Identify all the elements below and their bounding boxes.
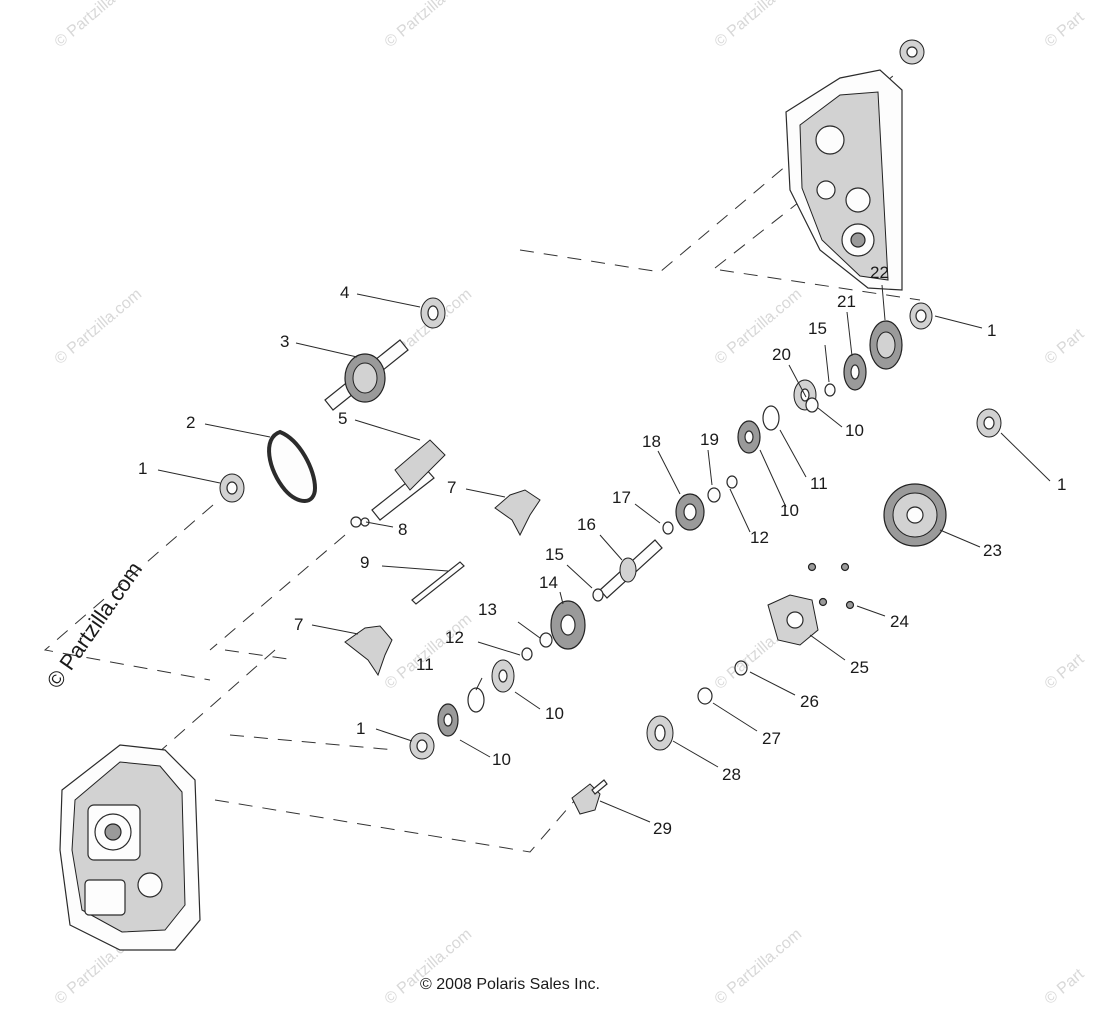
callout-1: 1 xyxy=(1057,475,1066,494)
o-ring-part-27 xyxy=(697,687,713,705)
callout-19: 19 xyxy=(700,430,719,449)
watermark-tile: © Partzilla.com xyxy=(712,286,806,368)
callout-1: 1 xyxy=(356,719,365,738)
callout-10: 10 xyxy=(845,421,864,440)
callout-7: 7 xyxy=(447,478,456,497)
watermark-tile: © Part xyxy=(1042,8,1088,51)
watermark-tile: © Partzilla.com xyxy=(382,926,476,1008)
callout-26: 26 xyxy=(800,692,819,711)
callout-5: 5 xyxy=(338,409,347,428)
callout-leaders xyxy=(157,284,1051,823)
callout-10: 10 xyxy=(492,750,511,769)
bearing-part-1 xyxy=(409,732,435,760)
washer-part-15 xyxy=(824,383,836,397)
shift-pin-part-9 xyxy=(411,561,465,605)
gear-part-21 xyxy=(843,353,867,391)
bearing-part-1 xyxy=(909,302,933,330)
callout-3: 3 xyxy=(280,332,289,351)
watermark-tile: © Partzilla.com xyxy=(712,0,806,51)
ring-part-13 xyxy=(539,632,553,648)
callout-labels: 1 1 1 1 2 3 4 5 7 7 8 9 10 10 10 10 11 1… xyxy=(138,263,1066,838)
watermark-tile: © Part xyxy=(1042,650,1088,693)
callout-22: 22 xyxy=(870,263,889,282)
snap-ring-part-11 xyxy=(467,687,485,713)
callout-20: 20 xyxy=(772,345,791,364)
bearing-part-1 xyxy=(219,473,245,503)
bearing-part-1 xyxy=(976,408,1002,438)
gear-part-18 xyxy=(675,493,705,531)
callout-1: 1 xyxy=(138,459,147,478)
flange-part-25 xyxy=(767,594,819,646)
callout-11: 11 xyxy=(810,474,828,493)
callout-15: 15 xyxy=(545,545,564,564)
copyright-notice: © 2008 Polaris Sales Inc. xyxy=(420,976,600,993)
bearing-part-10 xyxy=(437,703,459,737)
callout-10: 10 xyxy=(545,704,564,723)
callout-9: 9 xyxy=(360,553,369,572)
shift-fork-part-7 xyxy=(494,489,541,537)
washer-part-15 xyxy=(592,588,604,602)
main-watermark: © Partzilla.com xyxy=(42,557,148,693)
callout-16: 16 xyxy=(577,515,596,534)
callout-27: 27 xyxy=(762,729,781,748)
ring-part-12 xyxy=(521,647,533,661)
gear-part-22 xyxy=(869,320,903,370)
callout-10: 10 xyxy=(780,501,799,520)
callout-7: 7 xyxy=(294,615,303,634)
callout-2: 2 xyxy=(186,413,195,432)
callout-15: 15 xyxy=(808,319,827,338)
snap-ring-part-11 xyxy=(762,405,780,431)
bearing-part-10 xyxy=(737,420,761,454)
callout-12: 12 xyxy=(445,628,464,647)
callout-4: 4 xyxy=(340,283,349,302)
watermark-tile: © Partzilla.com xyxy=(382,0,476,51)
callout-13: 13 xyxy=(478,600,497,619)
bolts-part-24 xyxy=(807,562,855,610)
assembly-dashed-lines xyxy=(43,69,921,853)
callout-14: 14 xyxy=(539,573,558,592)
bearing-part-4 xyxy=(420,297,446,329)
watermark-tile: © Partzilla.com xyxy=(712,926,806,1008)
sensor-part-29 xyxy=(571,779,608,815)
shift-fork-part-7 xyxy=(344,625,393,677)
watermark-tile: © Partzilla.com xyxy=(382,611,476,693)
ring-part-19 xyxy=(707,487,721,503)
callout-12: 12 xyxy=(750,528,769,547)
watermark-tile: © Part xyxy=(1042,325,1088,368)
output-shaft-part-16 xyxy=(599,539,663,599)
callout-18: 18 xyxy=(642,432,661,451)
callout-17: 17 xyxy=(612,488,631,507)
callout-25: 25 xyxy=(850,658,869,677)
seal-part-28 xyxy=(646,715,674,751)
o-ring-part-26 xyxy=(734,660,748,676)
transmission-case xyxy=(59,744,201,951)
watermark-tile: © Part xyxy=(1042,965,1088,1008)
callout-11: 11 xyxy=(416,655,434,674)
callout-1: 1 xyxy=(987,321,996,340)
ring-part-20 xyxy=(805,397,819,413)
ring-part-12 xyxy=(726,475,738,489)
shift-drum-part-5 xyxy=(360,439,446,527)
callout-28: 28 xyxy=(722,765,741,784)
watermark-tile: © Partzilla.com xyxy=(52,0,146,51)
callout-21: 21 xyxy=(837,292,856,311)
o-ring-part-8 xyxy=(350,516,362,528)
watermark-tile: © Partzilla.com xyxy=(52,286,146,368)
washer-part-17 xyxy=(662,521,674,535)
callout-29: 29 xyxy=(653,819,672,838)
drive-chain-part-2 xyxy=(267,429,318,503)
bearing-part-10 xyxy=(491,659,515,693)
gear-part-14 xyxy=(550,600,586,650)
gear-part-23 xyxy=(883,483,947,547)
shaft-part-3 xyxy=(324,339,409,411)
callout-24: 24 xyxy=(890,612,909,631)
callout-8: 8 xyxy=(398,520,407,539)
transmission-cover xyxy=(785,39,925,291)
callout-23: 23 xyxy=(983,541,1002,560)
